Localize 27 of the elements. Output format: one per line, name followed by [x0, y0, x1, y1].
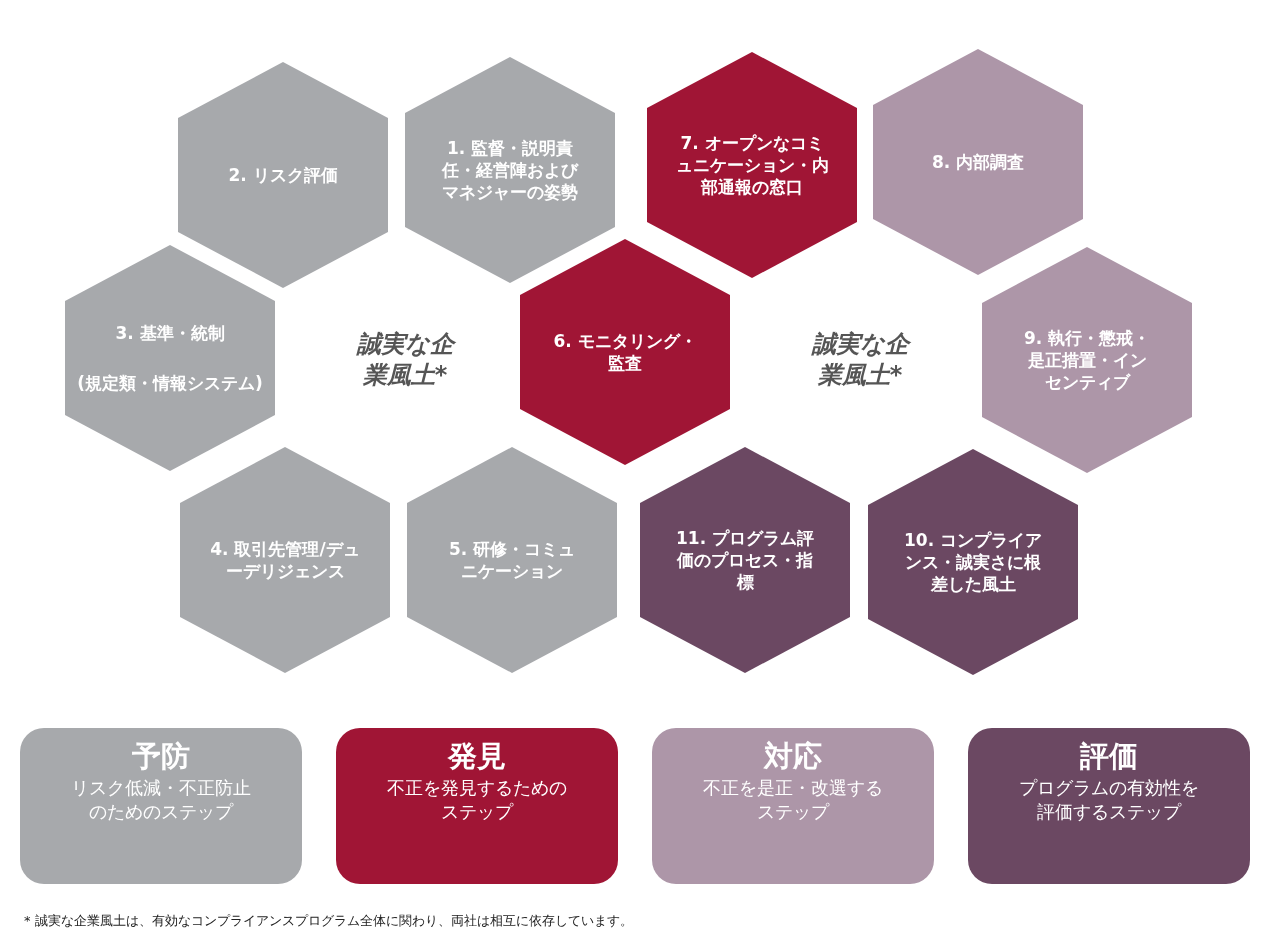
category-title: 対応 — [764, 738, 822, 775]
category-card — [336, 728, 618, 884]
category-description: リスク低減・不正防止のためのステップ — [70, 775, 252, 824]
hexagon-label: 4. 取引先管理/デューデリジェンス — [209, 537, 361, 583]
category-title: 評価 — [1080, 738, 1138, 775]
hexagon-label: 1. 監督・説明責任・経営陣およびマネジャーの姿勢 — [440, 136, 580, 204]
category-card — [20, 728, 302, 884]
category-description: プログラムの有効性を評価するステップ — [1018, 775, 1200, 824]
hexagon-label: 11. プログラム評価のプロセス・指標 — [675, 526, 815, 594]
center-label: 誠実な企業風土* — [355, 328, 457, 391]
category-title: 発見 — [448, 738, 506, 775]
center-label: 誠実な企業風土* — [810, 328, 912, 391]
category-card — [652, 728, 934, 884]
hexagon-label: 5. 研修・コミュニケーション — [447, 537, 577, 583]
category-card — [968, 728, 1250, 884]
hexagon-label: 3. 基準・統制 — [114, 321, 226, 344]
hexagon-label: (規定類・情報システム) — [76, 372, 264, 395]
hexagon-label: 9. 執行・懲戒・是正措置・インセンティブ — [1023, 326, 1151, 394]
category-title: 予防 — [132, 738, 190, 775]
category-description: 不正を発見するためのステップ — [386, 775, 568, 824]
hexagon-label: 2. リスク評価 — [227, 163, 339, 187]
footnote: * 誠実な企業風土は、有効なコンプライアンスプログラム全体に関わり、両社は相互に依存しています。 — [24, 912, 633, 930]
hexagon-label: 10. コンプライアンス・誠実さに根差した風土 — [903, 528, 1043, 596]
hexagon-label: 8. 内部調査 — [930, 150, 1026, 174]
hexagon-label: 6. モニタリング・監査 — [552, 329, 698, 375]
category-description: 不正を是正・改選するステップ — [702, 775, 884, 824]
hexagon-label: 7. オープンなコミュニケーション・内部通報の窓口 — [674, 131, 830, 199]
